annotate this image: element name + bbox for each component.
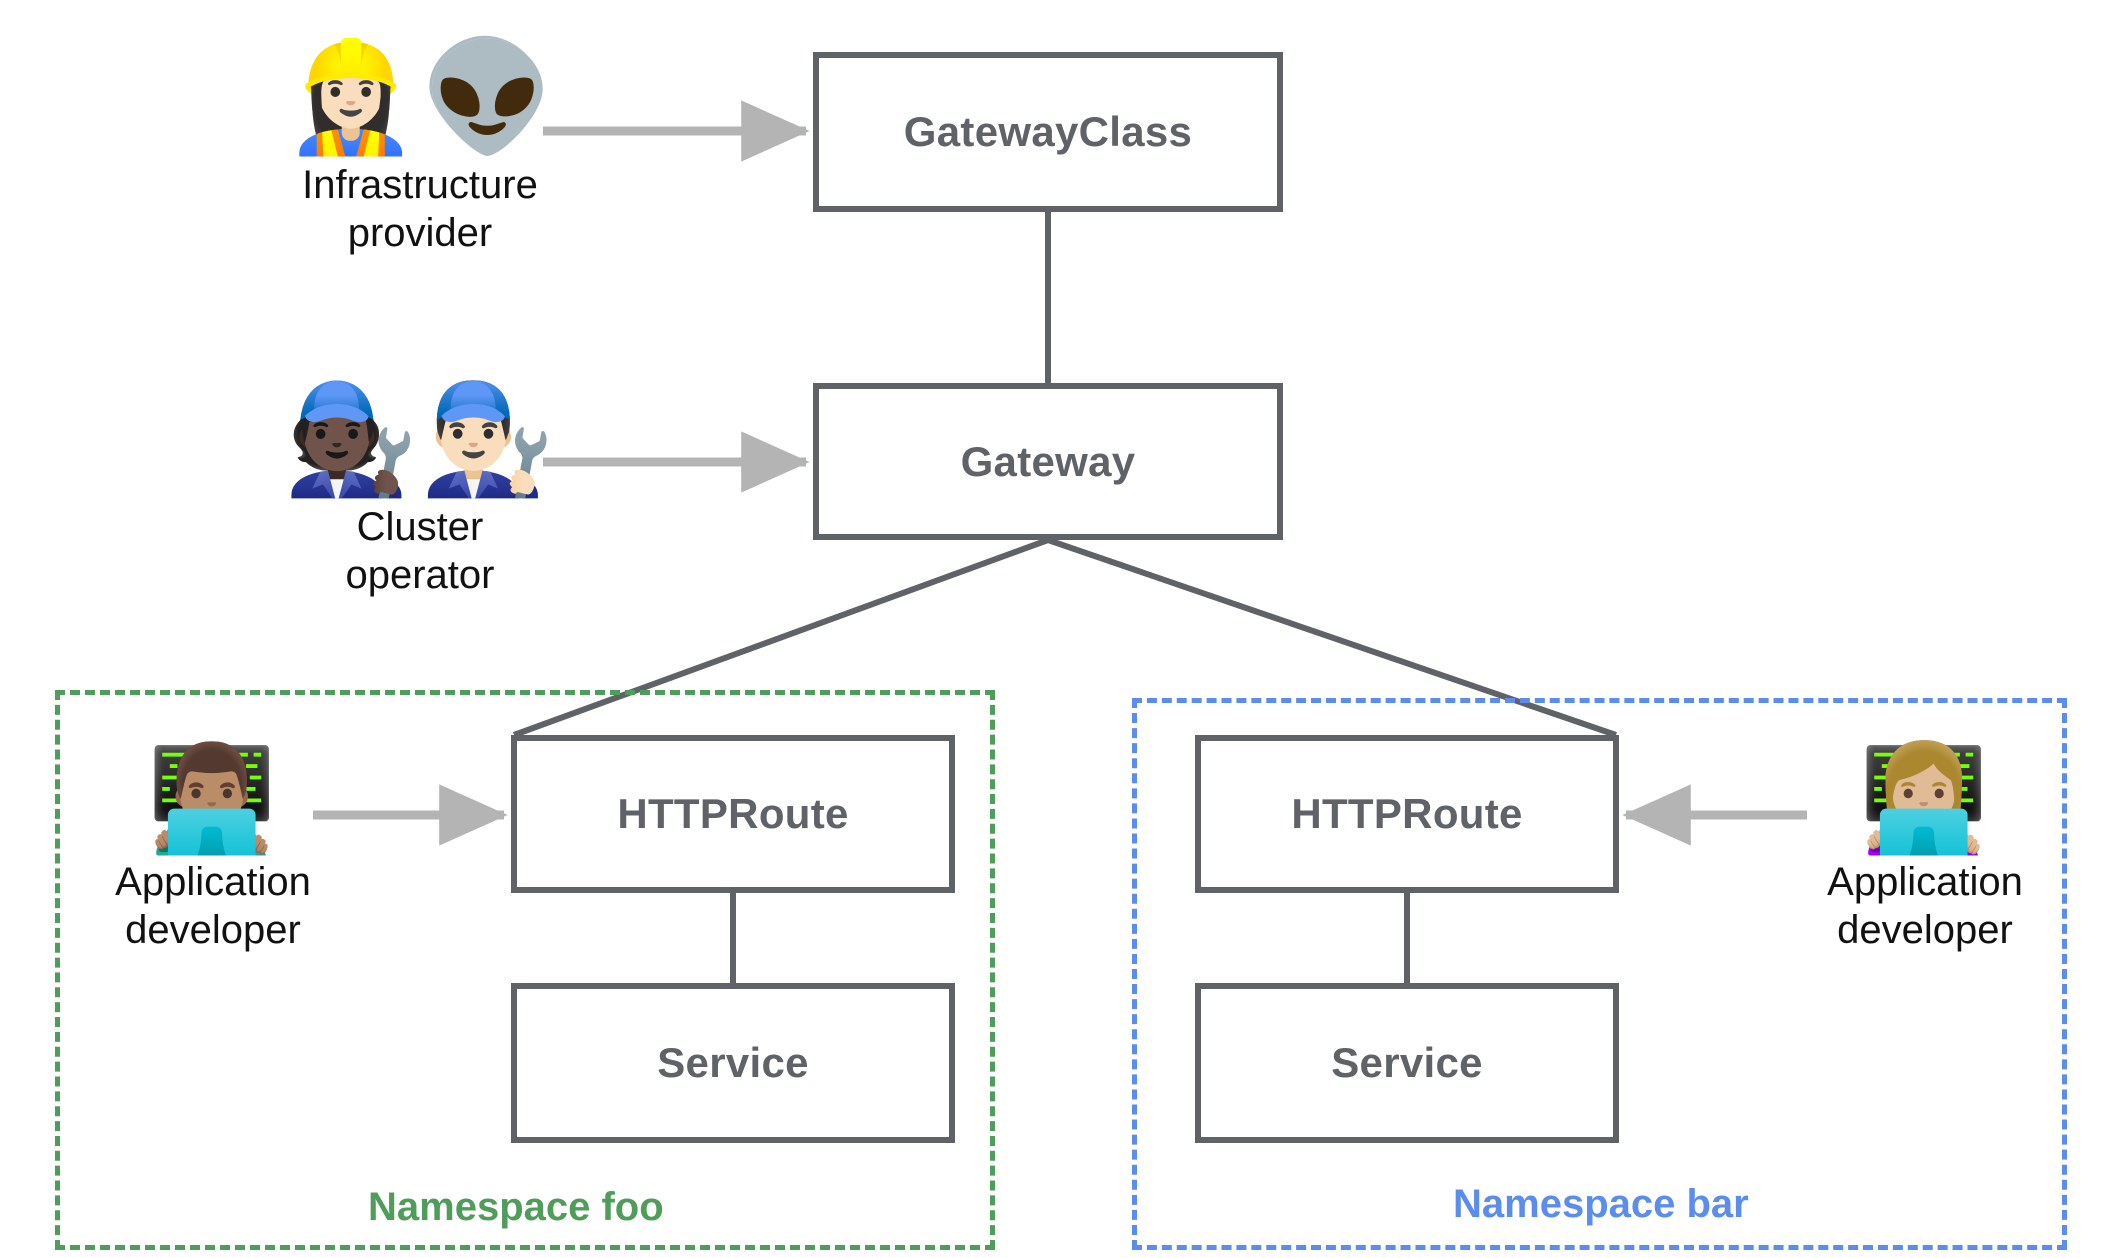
resource-box-gatewayclass[interactable]: GatewayClass bbox=[813, 52, 1283, 212]
gatewayclass-label: GatewayClass bbox=[903, 108, 1193, 155]
persona-application-developer-bar-label: Application developer bbox=[1827, 860, 2023, 953]
persona-application-developer-foo-label: Application developer bbox=[115, 860, 311, 953]
gateway-label: Gateway bbox=[960, 437, 1136, 485]
namespace-group-foo bbox=[55, 690, 995, 1250]
resource-box-httproute-bar[interactable]: HTTPRoute bbox=[1195, 735, 1619, 893]
mechanic-icon: 🧑🏿‍🔧👨🏻‍🔧 bbox=[283, 377, 557, 502]
namespace-foo-label: Namespace foo bbox=[362, 1185, 670, 1230]
man-technologist-icon: 👨🏽‍💻 bbox=[147, 737, 279, 859]
namespace-bar-label: Namespace bar bbox=[1447, 1182, 1755, 1227]
service-foo-label: Service bbox=[657, 1039, 809, 1086]
connector-gateway-httproute-foo bbox=[512, 537, 1050, 738]
persona-cluster-operator: 🧑🏿‍🔧👨🏻‍🔧 Cluster operator bbox=[250, 377, 590, 599]
resource-box-gateway[interactable]: Gateway bbox=[813, 383, 1283, 540]
persona-application-developer-bar: 👩🏼‍💻 Application developer bbox=[1805, 742, 2045, 954]
persona-infrastructure-provider: 👷🏻‍♀️👽 Infrastructure provider bbox=[250, 35, 590, 257]
persona-infrastructure-provider-label: Infrastructure provider bbox=[302, 162, 538, 255]
resource-box-httproute-foo[interactable]: HTTPRoute bbox=[511, 735, 955, 893]
resource-box-service-bar[interactable]: Service bbox=[1195, 983, 1619, 1143]
persona-application-developer-foo: 👨🏽‍💻 Application developer bbox=[93, 742, 333, 954]
woman-technologist-icon: 👩🏼‍💻 bbox=[1859, 737, 1991, 859]
namespace-group-bar bbox=[1132, 698, 2067, 1250]
persona-cluster-operator-label: Cluster operator bbox=[345, 504, 495, 597]
httproute-foo-label: HTTPRoute bbox=[617, 790, 849, 837]
httproute-bar-label: HTTPRoute bbox=[1291, 790, 1523, 837]
service-bar-label: Service bbox=[1331, 1039, 1483, 1086]
construction-worker-icon: 👷🏻‍♀️👽 bbox=[283, 35, 557, 160]
resource-box-service-foo[interactable]: Service bbox=[511, 983, 955, 1143]
